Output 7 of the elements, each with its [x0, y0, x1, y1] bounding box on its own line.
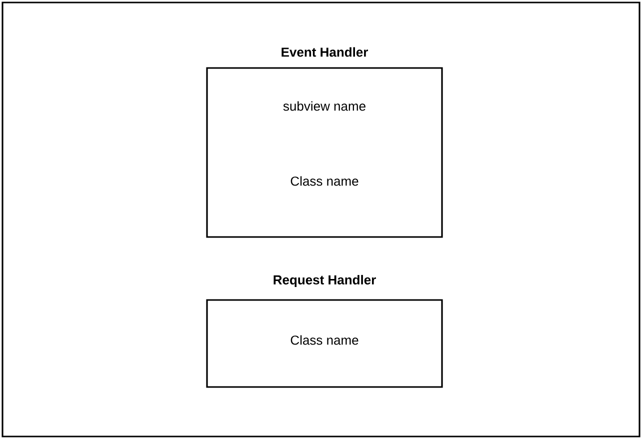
box-text: Class name [290, 176, 358, 186]
class-box [206, 299, 443, 388]
box-text: subview name [283, 101, 366, 111]
box-title: Event Handler [282, 47, 368, 57]
box-text: Class name [290, 335, 358, 345]
box-title: Request Handler [274, 274, 376, 288]
class-box [206, 67, 443, 238]
